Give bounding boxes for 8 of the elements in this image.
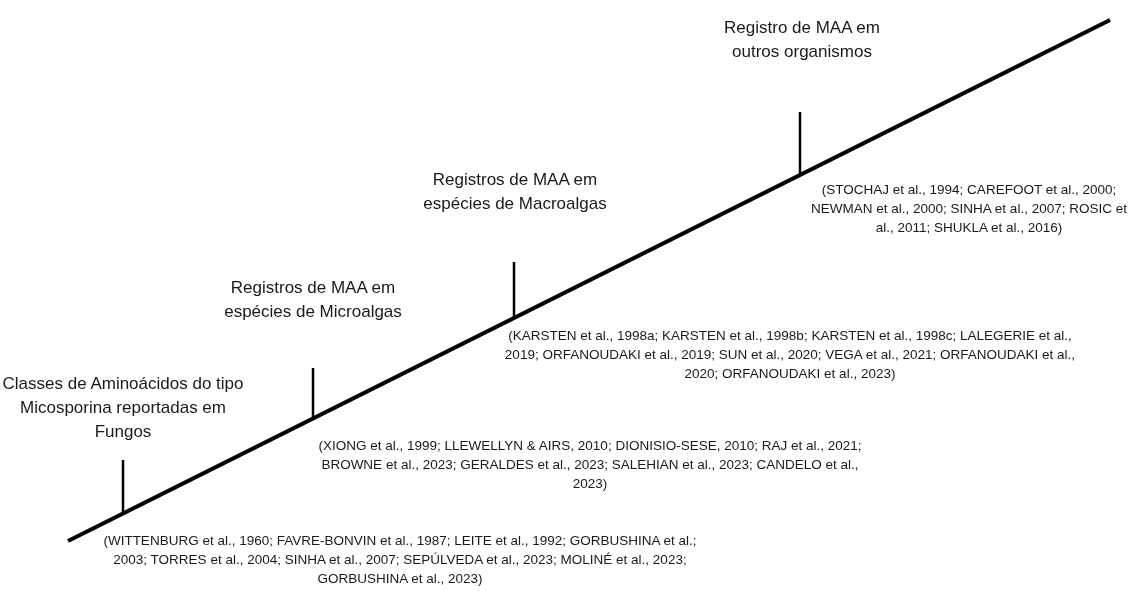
- milestone-heading: Registro de MAA em outros organismos: [723, 17, 881, 63]
- citation-list: (WITTENBURG et al., 1960; FAVRE-BONVIN et al., 1987; LEITE et al., 1992; GORBUSHINA et al.; 2003; TORRES et al., 2004; SINHA et al., 2007; SEPÚLVEDA et al., 2023; MOLINÉ et al., 2023; GORBUSHINA et al., 2023): [100, 531, 700, 588]
- milestone-heading: Classes de Aminoácidos do tipo Micosporina reportadas em Fungos: [1, 373, 245, 443]
- citation-list: (KARSTEN et al., 1998a; KARSTEN et al., 1998b; KARSTEN et al., 1998c; LALEGERIE et al., 2019; ORFANOUDAKI et al., 2019; SUN et al., 2020; VEGA et al., 2021; ORFANOUDAKI et al., 2020; ORFANOUDAKI et al., 2023): [500, 326, 1080, 383]
- milestone-heading: Registros de MAA em espécies de Microalgas: [223, 277, 403, 323]
- milestone-heading: Registros de MAA em espécies de Macroalgas: [422, 169, 608, 215]
- citation-list: (STOCHAJ et al., 1994; CAREFOOT et al., 2000; NEWMAN et al., 2000; SINHA et al., 2007; ROSIC et al., 2011; SHUKLA et al., 2016): [808, 180, 1130, 237]
- citation-list: (XIONG et al., 1999; LLEWELLYN & AIRS, 2010; DIONISIO-SESE, 2010; RAJ et al., 2021; BROWNE et al., 2023; GERALDES et al., 2023; SALEHIAN et al., 2023; CANDELO et al., 2023): [310, 436, 870, 493]
